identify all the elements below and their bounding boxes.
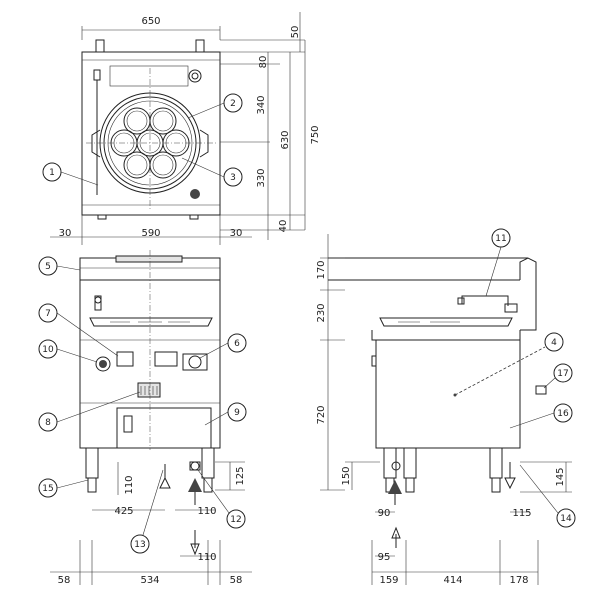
drain-top-icon bbox=[188, 69, 202, 83]
callout-17: 17 bbox=[557, 369, 568, 379]
callout-13: 13 bbox=[134, 540, 145, 550]
callout-2: 2 bbox=[230, 99, 236, 109]
gas-valve bbox=[182, 353, 208, 371]
dim-side-170: 170 bbox=[316, 260, 327, 279]
dim-center-590: 590 bbox=[141, 228, 160, 239]
callout-7: 7 bbox=[45, 309, 51, 319]
ignition-switch bbox=[116, 351, 134, 367]
callout-15: 15 bbox=[42, 484, 53, 494]
dim-side-150: 150 bbox=[341, 466, 352, 485]
dim-top-630: 630 bbox=[280, 130, 291, 149]
front-view: 110 125 425 110 110 58 534 58 5 7 10 6 bbox=[38, 250, 252, 586]
callout-9: 9 bbox=[234, 408, 240, 418]
dim-front-110-left: 110 bbox=[124, 475, 135, 494]
side-view: 170 230 720 150 145 90 95 115 159 414 17… bbox=[316, 228, 576, 586]
callout-6: 6 bbox=[234, 339, 240, 349]
dim-top-width: 650 bbox=[141, 16, 160, 27]
pilot-window bbox=[95, 356, 111, 372]
dim-side-145: 145 bbox=[555, 467, 566, 486]
gas-inlet-arrow-icon bbox=[188, 478, 202, 492]
side-faucet bbox=[461, 295, 509, 306]
side-water-arrow-icon bbox=[391, 526, 401, 539]
dim-bottom-58-left: 58 bbox=[58, 575, 71, 586]
front-kettle-rim bbox=[89, 317, 213, 327]
dim-top-340: 340 bbox=[256, 95, 267, 114]
dim-top-330: 330 bbox=[256, 168, 267, 187]
dim-bottom-58-right: 58 bbox=[230, 575, 243, 586]
callout-4: 4 bbox=[551, 338, 557, 348]
front-door bbox=[116, 407, 212, 449]
dim-side-115: 115 bbox=[512, 508, 531, 519]
dim-top-80: 80 bbox=[258, 56, 269, 69]
dim-front-425: 425 bbox=[114, 506, 133, 517]
dim-side-90: 90 bbox=[378, 508, 391, 519]
dim-side-230: 230 bbox=[316, 303, 327, 322]
callout-16: 16 bbox=[557, 409, 569, 419]
dim-side-414: 414 bbox=[443, 575, 462, 586]
water-arrow-icon bbox=[190, 543, 200, 556]
top-view-body bbox=[81, 51, 221, 216]
dim-top-40: 40 bbox=[278, 220, 289, 233]
rear-plate bbox=[109, 65, 189, 87]
callout-14: 14 bbox=[560, 514, 572, 524]
top-bracket-left bbox=[95, 39, 105, 53]
dim-front-110-bottom-a: 110 bbox=[197, 506, 216, 517]
dim-right-30: 30 bbox=[230, 228, 243, 239]
top-bracket-right bbox=[195, 39, 205, 53]
top-view: 650 50 80 340 330 40 630 750 30 590 30 1 bbox=[42, 12, 321, 245]
callout-3: 3 bbox=[230, 173, 236, 183]
dim-front-125: 125 bbox=[235, 466, 246, 485]
callout-11: 11 bbox=[495, 234, 506, 244]
callout-12: 12 bbox=[230, 515, 241, 525]
callout-5: 5 bbox=[45, 262, 51, 272]
dim-side-178: 178 bbox=[509, 575, 528, 586]
side-gas-arrow-icon bbox=[388, 480, 402, 494]
callout-8: 8 bbox=[45, 418, 51, 428]
dim-side-159: 159 bbox=[379, 575, 398, 586]
flue-outlet bbox=[535, 385, 547, 395]
dim-top-50: 50 bbox=[290, 26, 301, 39]
dim-top-750: 750 bbox=[310, 125, 321, 144]
dim-side-95: 95 bbox=[378, 552, 391, 563]
callout-10: 10 bbox=[42, 345, 54, 355]
dim-side-720: 720 bbox=[316, 405, 327, 424]
dim-bottom-534: 534 bbox=[140, 575, 159, 586]
side-drain-arrow-icon bbox=[504, 477, 516, 490]
burner-knob-icon bbox=[190, 189, 200, 199]
dim-left-30: 30 bbox=[59, 228, 72, 239]
callout-1: 1 bbox=[49, 168, 55, 178]
dim-front-110-bottom-b: 110 bbox=[197, 552, 216, 563]
side-body bbox=[375, 339, 521, 449]
drain-arrow-icon bbox=[159, 476, 171, 489]
faucet-icon bbox=[93, 69, 101, 81]
